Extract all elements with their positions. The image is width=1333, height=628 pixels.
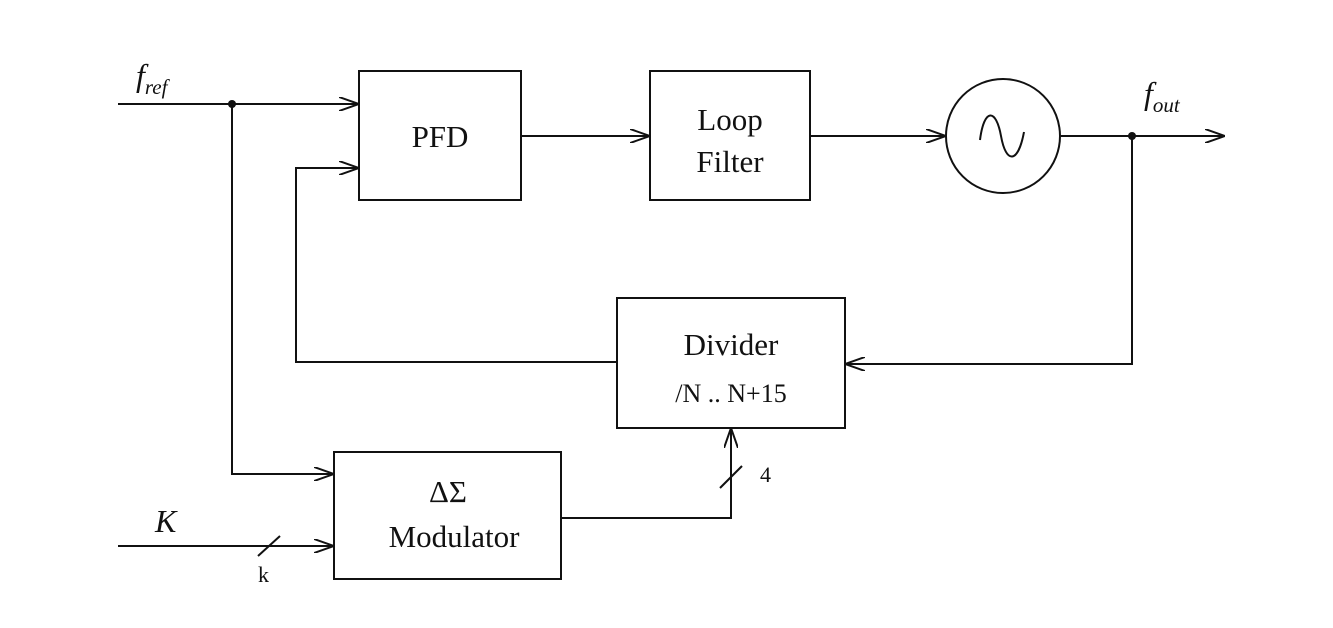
modulator-label-line1: ΔΣ bbox=[429, 474, 467, 509]
fref-subscript: ref bbox=[145, 75, 171, 99]
signal-label-k-input: K bbox=[154, 503, 178, 539]
pfd-block: PFD bbox=[358, 70, 522, 201]
bus-slash-k bbox=[257, 535, 281, 557]
signal-label-fout: fout bbox=[1144, 75, 1181, 117]
bus-slash-4 bbox=[719, 465, 743, 489]
loop-filter-label-line1: Loop bbox=[697, 102, 762, 137]
vco-block bbox=[945, 78, 1061, 194]
bus-width-k: k bbox=[258, 562, 269, 587]
loop-filter-block: Loop Filter bbox=[649, 70, 811, 201]
wire-fout-to-divider bbox=[845, 136, 1133, 364]
signal-label-fref: fref bbox=[136, 57, 171, 99]
wire-fref-to-modulator bbox=[231, 104, 334, 474]
sine-wave-icon bbox=[979, 114, 1025, 158]
junction-dot-fref bbox=[228, 100, 236, 108]
fout-subscript: out bbox=[1153, 93, 1181, 117]
wire-modulator-to-divider bbox=[561, 428, 731, 519]
modulator-label-line2: Modulator bbox=[389, 519, 521, 554]
bus-width-4: 4 bbox=[760, 462, 771, 487]
wires bbox=[118, 100, 1225, 557]
divider-label: Divider bbox=[684, 327, 779, 362]
delta-sigma-modulator-block: ΔΣ Modulator bbox=[333, 451, 562, 580]
loop-filter-label-line2: Filter bbox=[696, 144, 764, 179]
pfd-label: PFD bbox=[412, 119, 469, 154]
divider-block: Divider /N .. N+15 bbox=[616, 297, 846, 429]
wire-divider-to-pfd bbox=[295, 168, 617, 363]
divider-range-label: /N .. N+15 bbox=[675, 379, 786, 408]
